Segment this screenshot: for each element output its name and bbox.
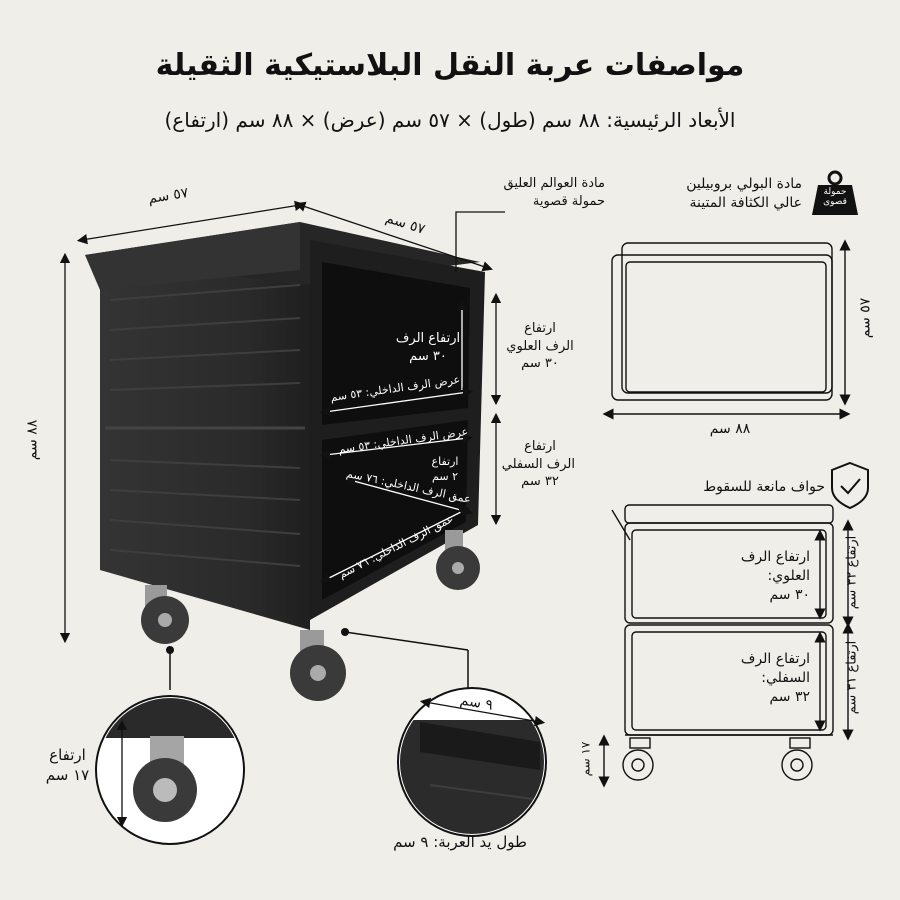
cart-depth-line (295, 201, 493, 272)
upper-shelf-height-label: ارتفاع الرف ٣٠ سم (395, 331, 461, 364)
handle-length-caption: طول يد العربة: ٩ سم (393, 833, 527, 851)
max-load-badge: حمولة قصوى (823, 187, 847, 207)
side-upper-outer-label: ارتفاع ٣٢ سم (844, 535, 860, 610)
side-lower-shelf-label: ارتفاع الرف السفلي: ٣٢ سم (740, 651, 810, 705)
cart-side-panel (100, 230, 310, 630)
side-lower-outer-label: ارتفاع ٣١ سم (844, 640, 860, 715)
top-view-diagram (602, 239, 851, 420)
cart-top-width-line (76, 200, 306, 245)
wheel-detail (95, 646, 245, 845)
wheel-height-label: ارتفاع ١٧ سم (45, 746, 90, 785)
material-spec: مادة البولي بروبيلين عالي الكثافة المتين… (686, 176, 802, 211)
right-upper-shelf-label: ارتفاع الرف العلوي ٣٠ سم (506, 321, 574, 372)
cart-height-label: ٨٨ سم (24, 419, 41, 461)
page-title: مواصفات عربة النقل البلاستيكية الثقيلة (155, 48, 745, 83)
right-lower-shelf-label: ارتفاع الرف السفلي ٣٢ سم (501, 439, 575, 490)
page-subtitle: الأبعاد الرئيسية: ٨٨ سم (طول) × ٥٧ سم (ع… (164, 108, 736, 132)
material-note: مادة العوالم العليق حمولة قصوية (503, 176, 606, 209)
top-view-width-label: ٥٧ سم (857, 297, 874, 339)
shield-icon (831, 461, 869, 510)
side-wheel-height-label: ١٧ سم (578, 741, 593, 777)
side-view-diagram (598, 504, 854, 788)
weight-icon (812, 170, 858, 215)
side-upper-shelf-label: ارتفاع الرف العلوي: ٣٠ سم (740, 549, 810, 603)
handle-detail (341, 628, 547, 837)
anti-fall-edges-label: حواف مانعة للسقوط (703, 479, 825, 495)
gap-height-label: ارتفاع ٢ سم (431, 455, 459, 483)
cart-upper-opening (322, 262, 470, 425)
top-view-length-label: ٨٨ سم (709, 421, 751, 437)
